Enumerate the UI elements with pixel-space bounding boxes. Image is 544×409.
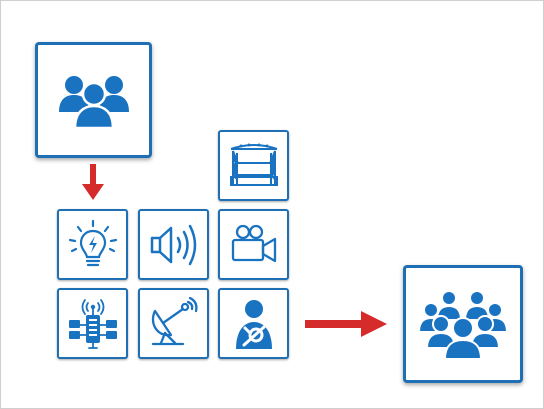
- technician-tile: [218, 288, 289, 359]
- source-group-tile: [35, 42, 152, 158]
- video-camera-icon: [231, 224, 276, 262]
- speaker-icon: [150, 224, 196, 265]
- stage-icon: [229, 143, 278, 186]
- video-camera-tile: [218, 209, 289, 280]
- target-crowd-tile: [403, 265, 523, 383]
- network-hub-tile: [57, 288, 128, 359]
- satellite-dish-icon: [151, 296, 198, 345]
- small-group-icon: [58, 76, 129, 130]
- network-hub-icon: [68, 298, 117, 349]
- lightbulb-tile: [57, 209, 128, 280]
- large-crowd-icon: [417, 290, 509, 360]
- speaker-tile: [138, 209, 209, 280]
- lightbulb-icon: [68, 219, 117, 266]
- stage-tile: [218, 130, 289, 201]
- arrow-down-icon: [82, 164, 104, 200]
- technician-icon: [235, 299, 272, 349]
- arrow-right-icon: [305, 311, 387, 337]
- satellite-dish-tile: [138, 288, 209, 359]
